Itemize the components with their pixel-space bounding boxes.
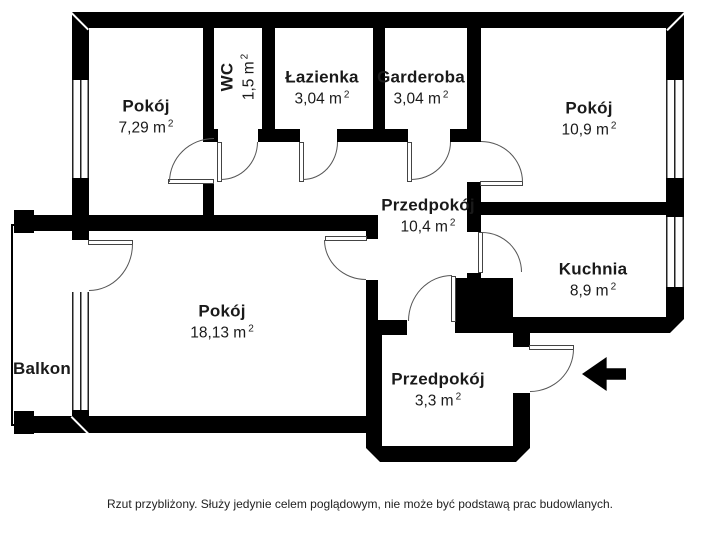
- wall-room-kitchen-divider: [467, 202, 684, 215]
- door-arc: [169, 138, 214, 182]
- balcony-outline: [11, 224, 13, 426]
- wall-top: [72, 12, 684, 28]
- room-name: Przedpokój: [391, 369, 485, 389]
- wall-strip: [337, 129, 408, 142]
- door-arc: [303, 142, 338, 180]
- wall-right: [666, 28, 684, 80]
- room-label-balkon: Balkon: [13, 358, 71, 380]
- window: [72, 292, 89, 410]
- entrance-arrow-icon: [582, 357, 626, 391]
- door-arc: [324, 240, 366, 280]
- room-name: Kuchnia: [558, 259, 628, 279]
- room-name: Balkon: [13, 358, 71, 378]
- door-arc: [408, 275, 452, 321]
- wall-left: [72, 28, 89, 80]
- shaft-block: [455, 278, 513, 333]
- room-name: Przedpokój: [381, 195, 475, 215]
- door-arc: [482, 232, 522, 272]
- room-name: Pokój: [122, 96, 170, 116]
- wall-corridor-left: [366, 280, 378, 325]
- wall-hall-right: [513, 393, 530, 462]
- room-name: Łazienka: [285, 67, 359, 87]
- door-arc: [89, 244, 133, 291]
- window: [666, 80, 684, 178]
- wall-hall-top: [378, 320, 407, 335]
- wall-corridor-room2: [467, 182, 481, 232]
- door-arc: [530, 349, 574, 392]
- wall-hall-bottom: [366, 446, 530, 462]
- wall-corridor-left: [366, 231, 378, 239]
- room-label-wc: WC 1,5 m2: [216, 54, 259, 100]
- room-name: Garderoba: [377, 67, 465, 87]
- room-area: 1,5 m2: [239, 53, 258, 101]
- door-arc: [221, 142, 258, 180]
- wall-bath-ward: [373, 28, 385, 142]
- wall-strip: [450, 129, 481, 142]
- door-arc: [481, 141, 523, 182]
- wall-strip: [258, 129, 300, 142]
- balcony-outline: [11, 224, 72, 226]
- room-name: Pokój: [565, 98, 613, 118]
- balcony-outline: [11, 424, 72, 426]
- wall-hall-right: [513, 333, 530, 347]
- wall-room1-right: [203, 28, 214, 137]
- window: [666, 217, 684, 287]
- room-name: Pokój: [198, 301, 246, 321]
- wall-ward-room2: [467, 28, 481, 142]
- wall-bigroom-bottom: [14, 416, 382, 433]
- window: [72, 80, 89, 178]
- door-arc: [411, 142, 451, 180]
- room-name: WC: [217, 62, 237, 92]
- disclaimer-text: Rzut przybliżony. Służy jedynie celem po…: [106, 497, 614, 511]
- balcony-anchor: [14, 210, 34, 233]
- balcony-anchor: [14, 411, 34, 434]
- wall-wc-bath: [262, 28, 275, 142]
- wall-room1-right: [203, 183, 214, 231]
- wall-hall-left: [366, 323, 382, 462]
- wall-corridor-bottom: [14, 215, 378, 231]
